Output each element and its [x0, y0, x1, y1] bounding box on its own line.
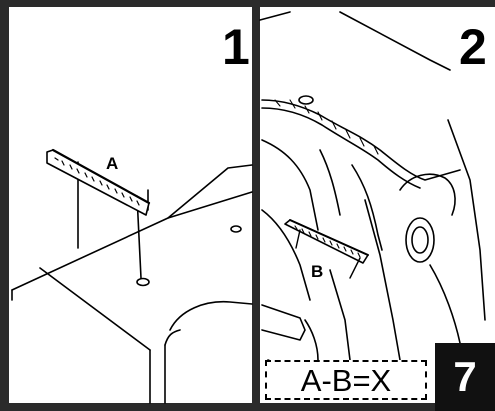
- ruler-a-drawing: [46, 148, 151, 216]
- panel-1-number: 1: [222, 19, 250, 75]
- ruler-a-label: A: [106, 154, 119, 173]
- step-number-badge: 7: [435, 343, 495, 411]
- ruler-b-drawing: [284, 219, 369, 279]
- panel-2-number: 2: [459, 19, 487, 75]
- frame-left: [0, 0, 9, 411]
- frame-top: [0, 0, 495, 7]
- frame-bottom: [0, 403, 495, 411]
- measurement-formula: A-B=X: [265, 360, 427, 400]
- panel-1-drawing: [11, 148, 253, 404]
- panel-divider: [252, 0, 260, 411]
- ruler-b-label: B: [311, 262, 324, 281]
